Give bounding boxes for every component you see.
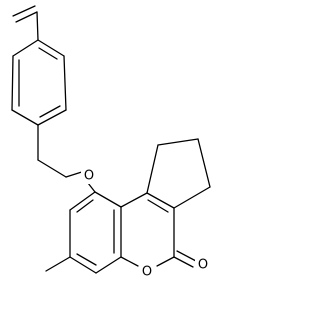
bond: [15, 11, 38, 23]
ring-oxygen-label: O: [142, 265, 152, 280]
benzene-ring: [11, 39, 67, 126]
bond: [146, 192, 175, 209]
bond: [12, 39, 39, 57]
bond: [87, 182, 96, 193]
bond: [11, 55, 14, 111]
bond: [38, 47, 58, 60]
bond: [11, 109, 39, 126]
pyranone-ring: [120, 192, 197, 268]
bond: [12, 5, 36, 17]
bond: [37, 39, 65, 57]
chromenone-aromatic-ring: [45, 191, 122, 274]
bond: [156, 256, 175, 267]
bond: [69, 256, 97, 274]
bond: [39, 105, 61, 118]
bond: [173, 186, 211, 209]
ether-oxygen-label: O: [84, 169, 94, 184]
bond: [95, 256, 122, 274]
carbonyl-oxygen-label: O: [198, 258, 208, 273]
atom-labels: O O O: [81, 167, 211, 281]
vinyl-group: [12, 5, 39, 41]
bond: [63, 55, 67, 111]
bond: [157, 138, 199, 146]
bond: [173, 256, 194, 268]
bond: [76, 253, 97, 266]
bond: [197, 138, 211, 188]
chemical-structure-diagram: O O O: [11, 5, 211, 281]
bond: [176, 250, 197, 262]
bond: [120, 256, 139, 267]
bond: [37, 109, 67, 126]
bond: [36, 11, 39, 41]
bond: [120, 192, 148, 208]
bond: [69, 191, 96, 211]
bond: [94, 191, 122, 208]
bond: [147, 199, 169, 213]
bond: [76, 199, 94, 213]
bond: [45, 256, 71, 272]
cyclopentene-ring: [146, 138, 211, 209]
bond: [146, 144, 159, 194]
bond: [37, 159, 67, 178]
